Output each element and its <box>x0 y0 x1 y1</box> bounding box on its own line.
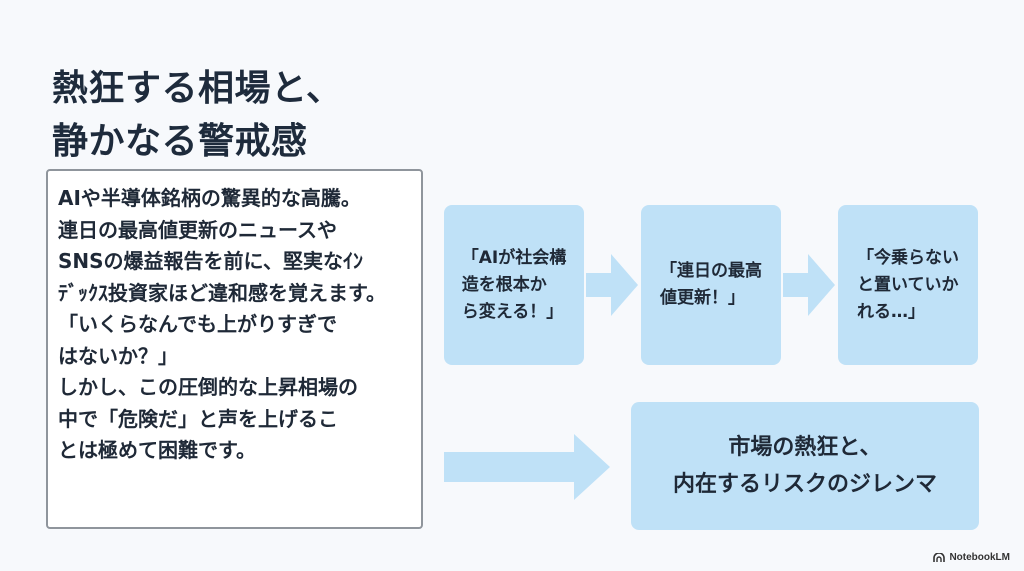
body-text-box: AIや半導体銘柄の驚異的な高騰。 連日の最高値更新のニュースや SNSの爆益報告… <box>46 169 423 529</box>
right-arrow-icon <box>586 254 638 316</box>
flow-box-ai-society: 「AIが社会構 造を根本か ら変える！」 <box>444 205 584 365</box>
conclusion-line-2: 内在するリスクのジレンマ <box>672 472 937 497</box>
title-line-1: 熱狂する相場と、 <box>52 68 343 109</box>
long-right-arrow-icon <box>444 434 610 500</box>
title-line-2: 静かなる警戒感 <box>52 121 308 162</box>
flow-box-2-line-2: 値更新！」 <box>660 288 745 308</box>
notebooklm-watermark: NotebookLM <box>933 552 1010 563</box>
flow-box-1-line-1: 「AIが社会構 <box>461 247 567 268</box>
body-line-1: AIや半導体銘柄の驚異的な高騰。 <box>58 186 361 210</box>
conclusion-box: 市場の熱狂と、 内在するリスクのジレンマ <box>631 402 979 530</box>
body-line-6: はないか？」 <box>58 343 178 368</box>
body-line-2: 連日の最高値更新のニュースや <box>58 217 337 242</box>
flow-box-1-line-3: ら変える！」 <box>461 301 564 322</box>
flow-box-3-line-3: れる…」 <box>857 301 925 322</box>
body-line-7: しかし、この圧倒的な上昇相場の <box>58 375 358 399</box>
watermark-label: NotebookLM <box>949 552 1010 563</box>
body-line-9: とは極めて困難です。 <box>58 438 256 462</box>
body-line-5: 「いくらなんでも上がりすぎで <box>58 312 337 336</box>
flow-box-3-line-2: と置いていか <box>857 274 959 295</box>
conclusion-line-1: 市場の熱狂と、 <box>728 435 882 460</box>
notebooklm-logo-icon <box>933 552 946 562</box>
right-arrow-icon <box>783 254 835 316</box>
flow-box-1-line-2: 造を根本か <box>461 274 547 295</box>
body-line-4: ﾃﾞｯｸｽ投資家ほど違和感を覚えます。 <box>58 280 386 305</box>
flow-box-fomo: 「今乗らない と置いていか れる…」 <box>838 205 978 365</box>
slide-title: 熱狂する相場と、 静かなる警戒感 <box>52 62 472 168</box>
flow-box-2-line-1: 「連日の最高 <box>660 261 762 281</box>
flow-box-3-line-1: 「今乗らない <box>857 247 959 268</box>
body-line-3: SNSの爆益報告を前に、堅実なｲﾝ <box>58 249 363 273</box>
flow-box-record-high: 「連日の最高 値更新！」 <box>641 205 781 365</box>
body-line-8: 中で「危険だ」と声を上げるこ <box>58 406 338 431</box>
